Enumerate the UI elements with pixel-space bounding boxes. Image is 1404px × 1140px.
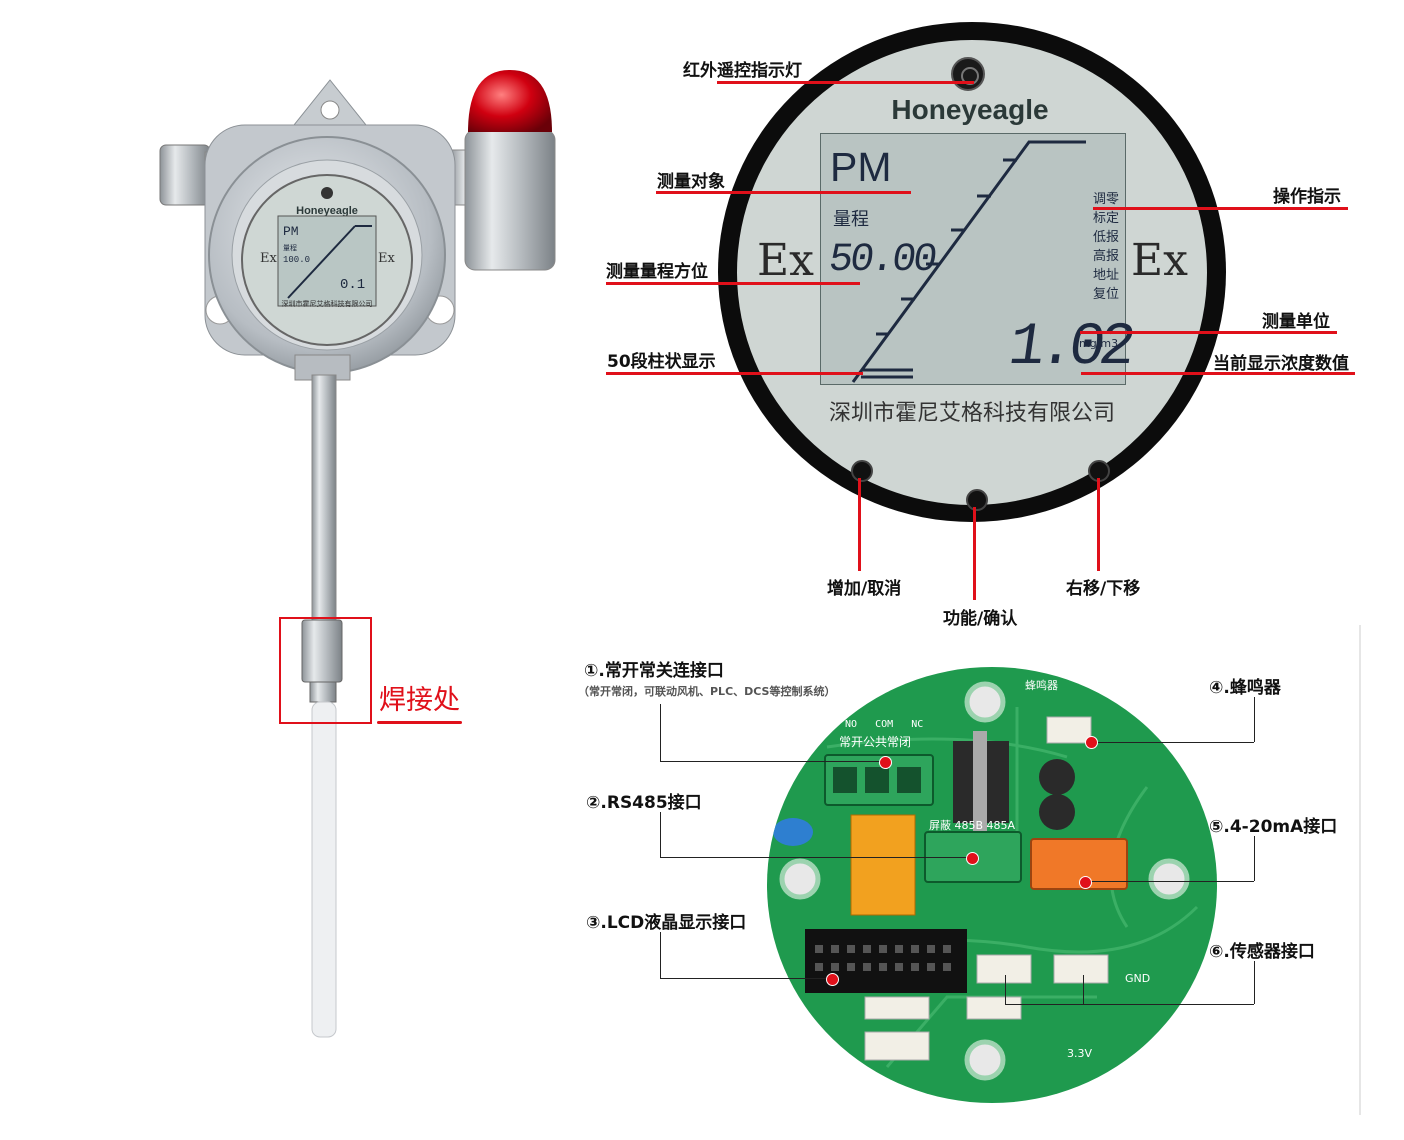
pcb-callout-1: ①.常开常关连接口 [584, 661, 724, 681]
svg-text:Ex: Ex [260, 251, 277, 266]
ir-window-icon [951, 57, 985, 91]
callout-unit: 测量单位 [1262, 312, 1330, 332]
pcb-callout-2: ②.RS485接口 [586, 793, 702, 813]
lcd-unit: mg/m3 [1079, 337, 1119, 350]
callout-object-line [656, 191, 911, 194]
detector-illustration: Honeyeagle PM 量程 100.0 0.1 Ex Ex 深圳市霍尼艾格… [159, 70, 556, 1038]
pcb-silk-buzzer: 蜂鸣器 [1025, 679, 1058, 692]
ex-mark-right: Ex [1131, 235, 1188, 286]
pcb-callout-6: ⑥.传感器接口 [1209, 942, 1315, 962]
lcd-range-label: 量程 [833, 209, 869, 230]
pcb-leader-2v [660, 812, 661, 857]
lcd-measure-object: PM [830, 144, 892, 190]
callout-operation-line [1093, 207, 1348, 210]
lcd-status-item: 地址 [1093, 268, 1120, 283]
lcd-status-item: 复位 [1093, 287, 1120, 302]
pcb-leader-5v [1254, 836, 1255, 881]
small-lcd-object: PM [283, 224, 299, 239]
pcb-silk-gnd: GND [1125, 972, 1151, 985]
callout-value: 当前显示浓度数值 [1213, 354, 1349, 374]
callout-bar-line [606, 372, 863, 375]
company-name: 深圳市霍尼艾格科技有限公司 [828, 401, 1115, 426]
svg-text:0.1: 0.1 [340, 277, 365, 293]
lcd-status-item: 调零 [1093, 192, 1120, 207]
pcb-callout-1-sub: （常开常闭，可联动风机、PLC、DCS等控制系统） [578, 685, 836, 698]
pcb-leader-6a [1005, 975, 1006, 1004]
lcd-bar-graph [851, 140, 1086, 383]
pcb-traces [773, 681, 1199, 1081]
pcb-leader-6h [1005, 1004, 1254, 1005]
callout-object: 测量对象 [657, 172, 725, 192]
weld-highlight-box [279, 617, 372, 724]
callout-unit-line [1080, 331, 1337, 334]
callout-ir-line [717, 81, 974, 84]
pcb-silk-rs485: 屏蔽 485B 485A [929, 819, 1016, 832]
callout-range: 测量量程方位 [606, 262, 708, 282]
button-center-leader [973, 507, 976, 600]
pcb-point-4 [1085, 736, 1098, 749]
pcb-board: NO COM NC 常开公共常闭 屏蔽 485B 485A 蜂鸣器 GND 3.… [767, 667, 1217, 1103]
lcd-status-item: 标定 [1093, 211, 1120, 226]
pcb-leader-3v [660, 932, 661, 978]
brand-logo: Honeyeagle [891, 94, 1049, 125]
button-center-dot[interactable] [966, 489, 988, 511]
pcb-point-1 [879, 756, 892, 769]
lcd-status-list: 调零 标定 低报 高报 地址 复位 [1093, 190, 1123, 304]
button-center-label: 功能/确认 [943, 609, 1018, 629]
button-left-leader [858, 478, 861, 571]
lcd-status-item: 低报 [1093, 230, 1120, 245]
button-left-dot[interactable] [851, 460, 873, 482]
pcb-point-5 [1079, 876, 1092, 889]
svg-text:100.0: 100.0 [283, 255, 310, 265]
pcb-silk-3v3: 3.3V [1067, 1047, 1093, 1060]
callout-operation: 操作指示 [1273, 187, 1341, 207]
button-right-leader [1097, 478, 1100, 571]
lcd-status-item: 高报 [1093, 249, 1120, 264]
button-left-label: 增加/取消 [827, 579, 902, 599]
weld-label: 焊接处 [379, 685, 460, 716]
pcb-point-2 [966, 852, 979, 865]
pcb-leader-6v [1254, 961, 1255, 1004]
pcb-leader-1v [660, 704, 661, 761]
pcb-point-3 [826, 973, 839, 986]
pcb-callout-5: ⑤.4-20mA接口 [1209, 817, 1338, 837]
callout-value-line [1081, 372, 1355, 375]
pcb-leader-5h [1085, 881, 1254, 882]
detector-product-image: Honeyeagle PM 量程 100.0 0.1 Ex Ex 深圳市霍尼艾格… [150, 70, 580, 1050]
pcb-leader-2h [660, 857, 970, 858]
pcb-silk-nc: NO COM NC [845, 719, 924, 730]
pcb-divider [1359, 625, 1361, 1115]
callout-bar: 50段柱状显示 [607, 352, 716, 372]
svg-text:量程: 量程 [283, 243, 297, 252]
pcb-callout-4: ④.蜂鸣器 [1209, 678, 1281, 698]
svg-text:Honeyeagle: Honeyeagle [296, 205, 358, 217]
ex-mark-left: Ex [757, 235, 814, 286]
pcb-leader-4h [1092, 742, 1254, 743]
weld-underline [377, 721, 462, 724]
pcb-leader-4v [1254, 697, 1255, 742]
svg-text:Ex: Ex [378, 251, 395, 266]
pcb-leader-6b [1083, 975, 1084, 1004]
pcb-callout-3: ③.LCD液晶显示接口 [586, 913, 747, 933]
pcb-silk-nc-cn: 常开公共常闭 [839, 735, 912, 749]
button-right-label: 右移/下移 [1066, 579, 1141, 599]
pcb-leader-3h [660, 978, 830, 979]
lcd-panel: PM 量程 50.00 1.02 mg/m3 调零 标定 低报 高报 地址 复位 [820, 133, 1134, 385]
svg-text:深圳市霍尼艾格科技有限公司: 深圳市霍尼艾格科技有限公司 [282, 299, 373, 308]
callout-range-line [606, 282, 860, 285]
pcb-leader-1h [660, 761, 884, 762]
callout-ir: 红外遥控指示灯 [683, 61, 802, 81]
